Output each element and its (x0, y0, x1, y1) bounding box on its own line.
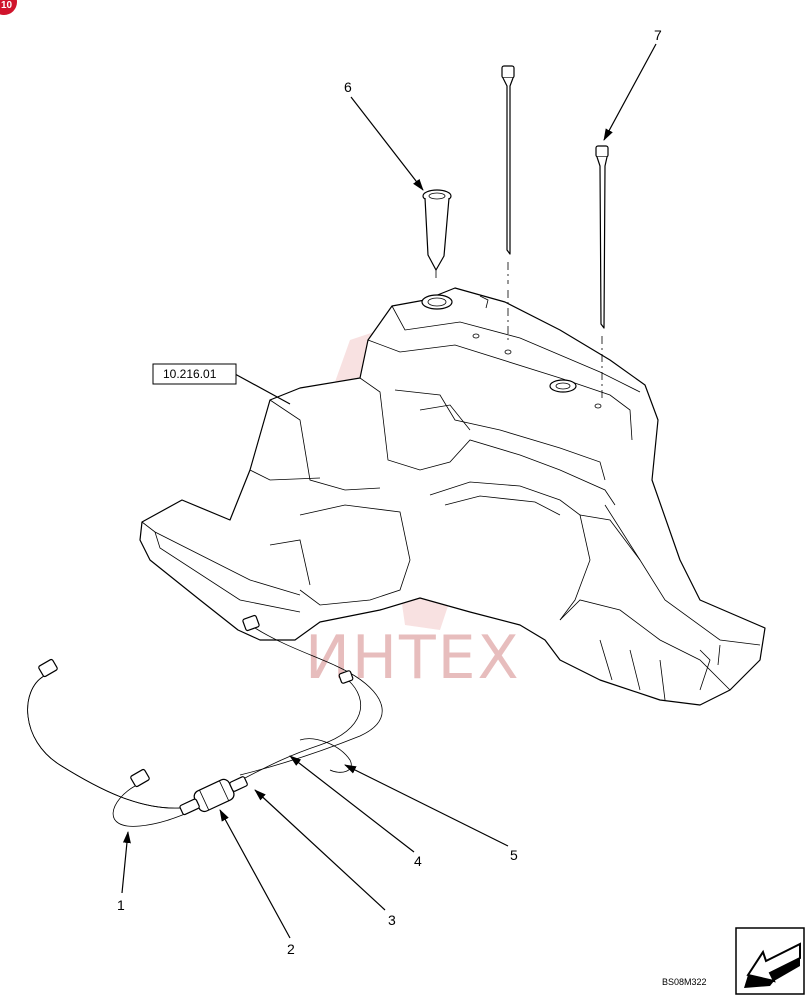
level-sensor-rod (595, 145, 609, 398)
callout-7: 7 (654, 27, 662, 43)
corner-badge-text: 10 (1, 0, 13, 11)
in-line-fuel-filter (179, 776, 248, 816)
callout-4: 4 (414, 853, 422, 869)
reference-label[interactable]: 10.216.01 (163, 367, 217, 381)
leader-lines (121, 43, 657, 939)
callout-6: 6 (344, 79, 352, 95)
callout-5: 5 (510, 847, 518, 863)
callout-2: 2 (287, 941, 295, 957)
watermark-text: ИНТЕХ (305, 623, 521, 693)
drawing-code: BS08M322 (662, 977, 707, 987)
arrow-left-down-icon[interactable] (735, 927, 805, 995)
reference-box[interactable]: 10.216.01 (152, 363, 237, 385)
corner-badge: 10 (0, 0, 17, 15)
fuel-tank (139, 287, 766, 706)
fuel-strainer (422, 189, 452, 278)
callout-1: 1 (117, 897, 125, 913)
callout-3: 3 (388, 912, 396, 928)
dipstick-rod (501, 65, 515, 340)
